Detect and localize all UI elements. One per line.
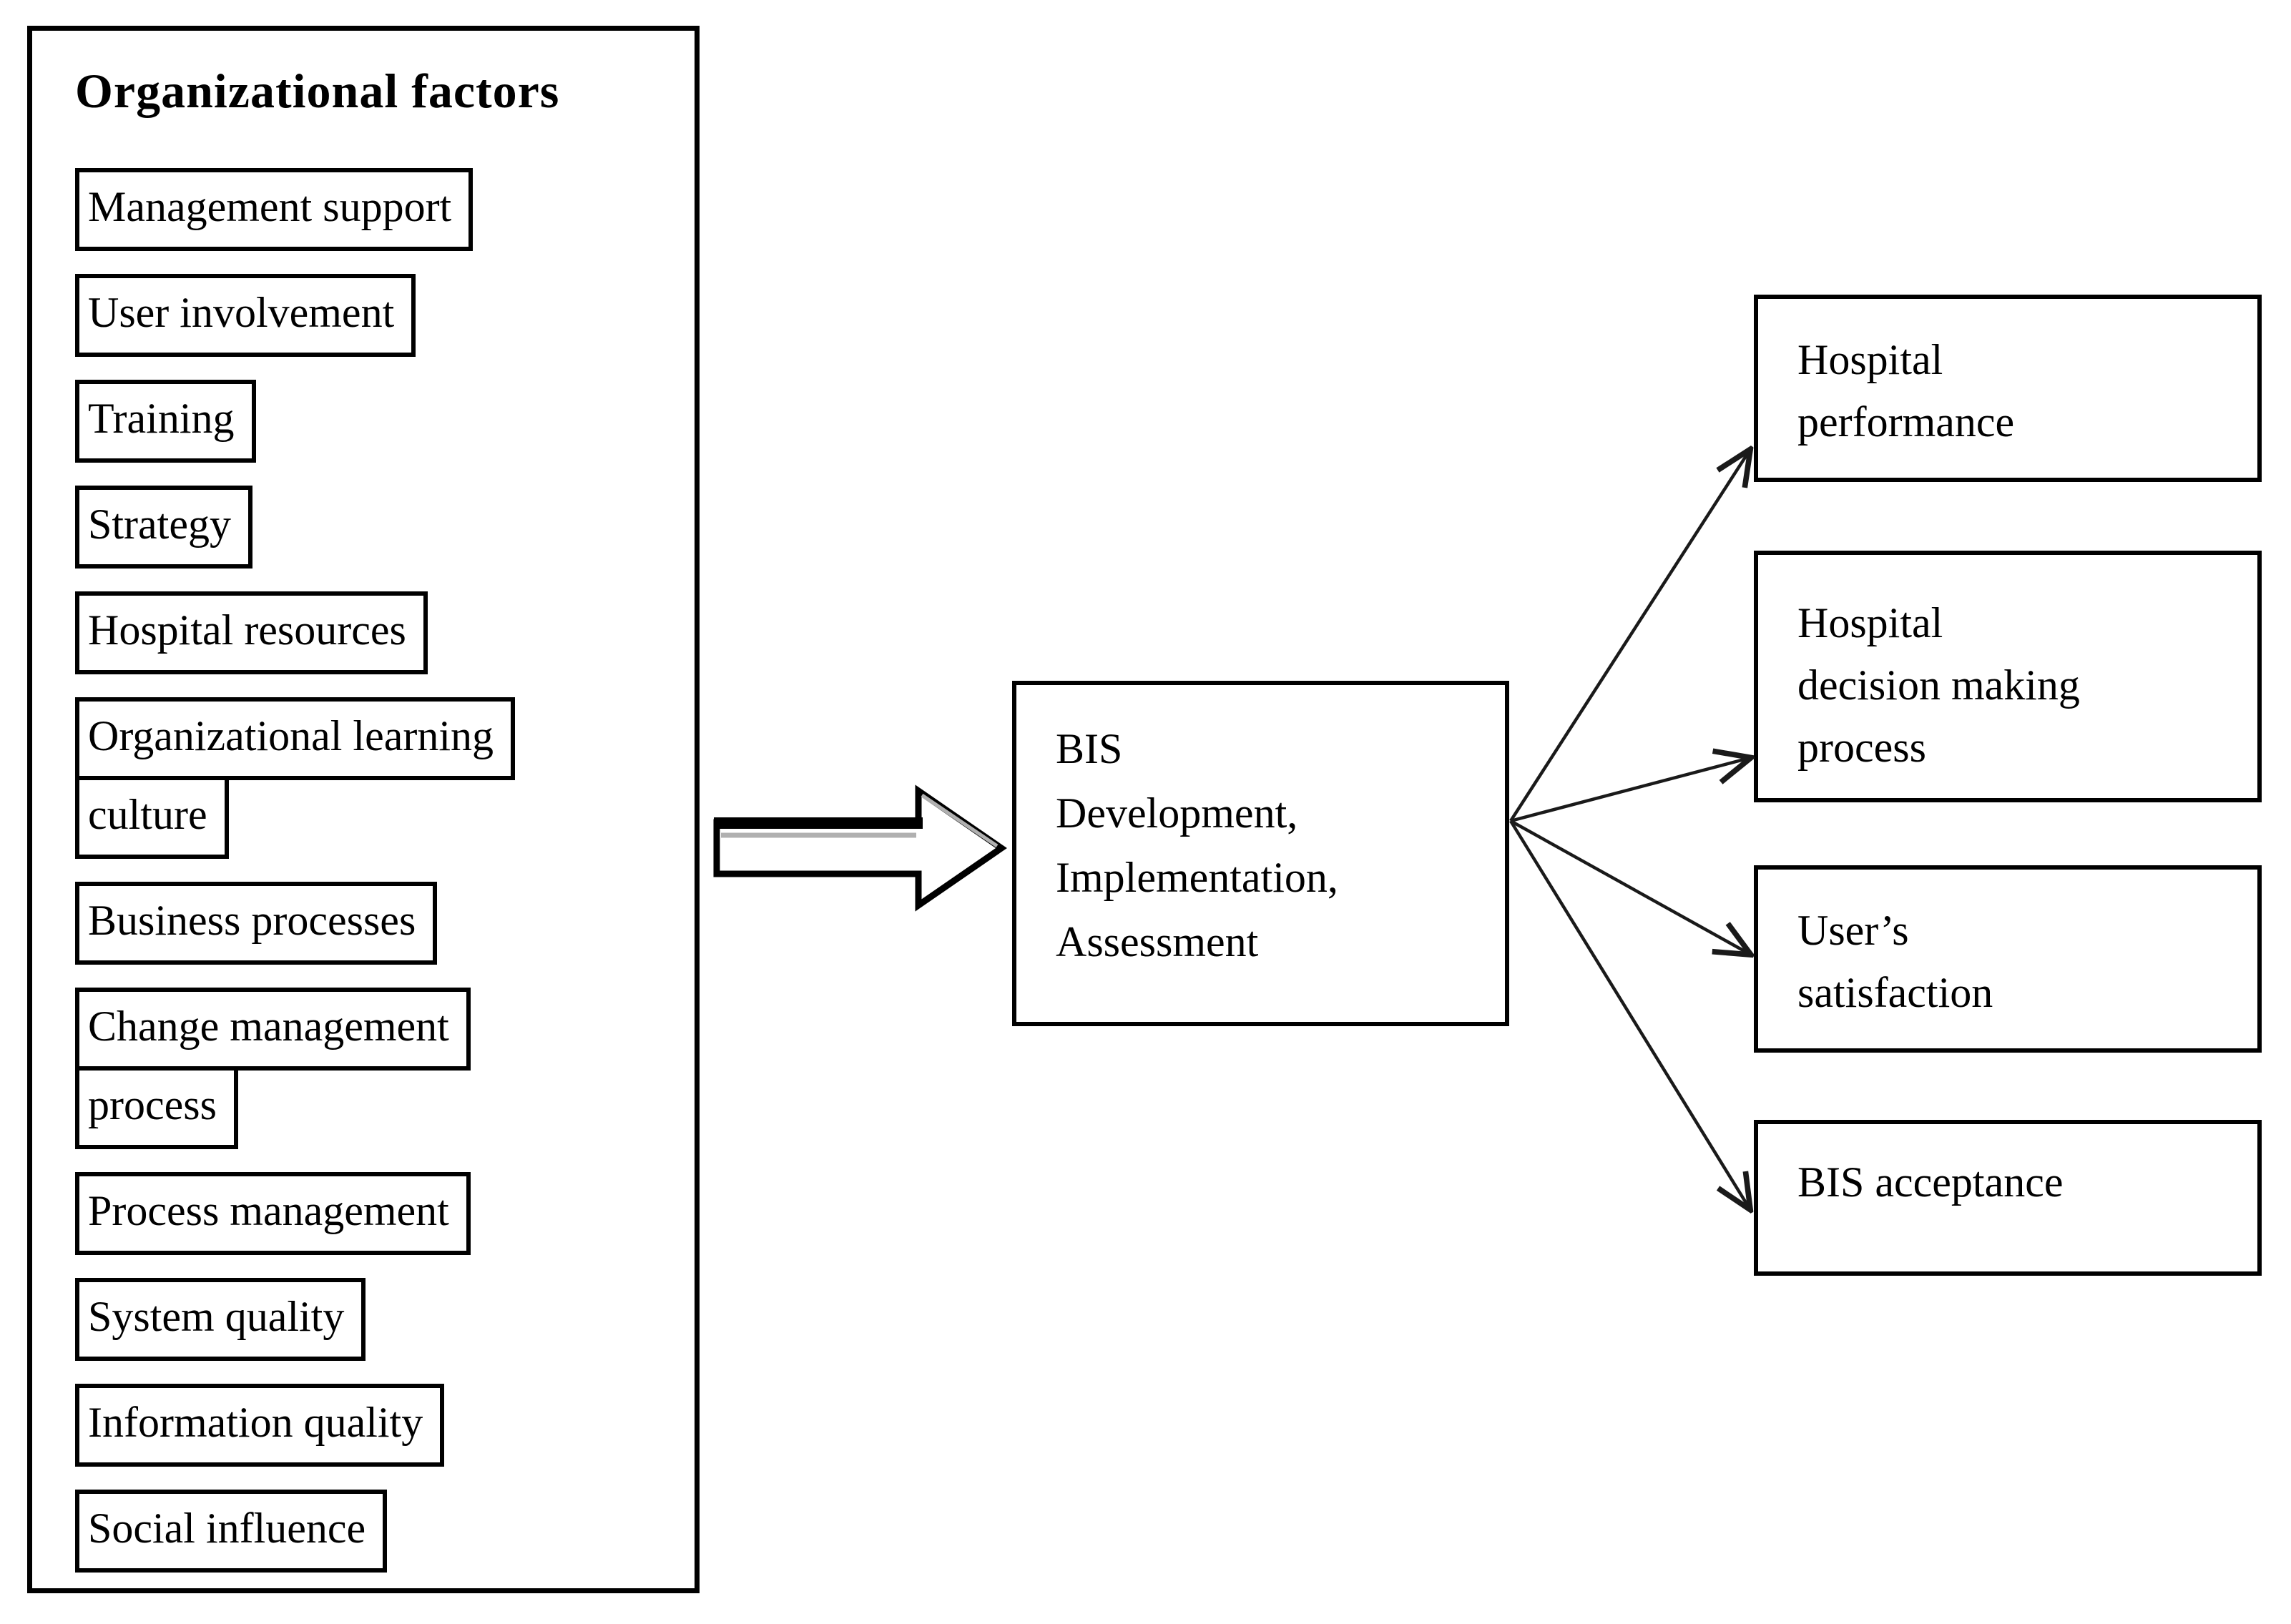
factor-label: culture — [75, 776, 229, 859]
factor-box-process-management: Process management — [75, 1172, 695, 1255]
factor-box-user-involvement: User involvement — [75, 274, 695, 357]
factor-label: Organizational learning — [75, 697, 516, 780]
factor-label: Business processes — [75, 882, 438, 965]
bis-development-box: BIS Development, Implementation, Assessm… — [1012, 681, 1509, 1026]
factor-label: process — [75, 1066, 238, 1149]
factor-label: User involvement — [75, 274, 416, 357]
outcome-box-hospital-performance: Hospital performance — [1754, 295, 2262, 482]
outcome-label: process — [1797, 724, 1926, 771]
factor-label: Training — [75, 380, 256, 463]
outcome-box-users-satisfaction: User’s satisfaction — [1754, 865, 2262, 1053]
outcome-box-hospital-decision-making-process: Hospital decision making process — [1754, 551, 2262, 802]
factor-label: Hospital resources — [75, 591, 428, 674]
bis-box-line: Assessment — [1056, 918, 1259, 965]
factor-label: Strategy — [75, 486, 252, 569]
factor-label: Management support — [75, 168, 474, 251]
factor-box-organizational-learning-culture: Organizational learning culture — [75, 697, 695, 859]
connector-arrow-bis-acceptance — [1509, 820, 1750, 1209]
outcome-label: BIS acceptance — [1797, 1158, 2064, 1206]
factor-box-management-support: Management support — [75, 168, 695, 251]
outcome-label: decision making — [1797, 661, 2080, 709]
outcome-label: performance — [1797, 398, 2015, 446]
factor-box-strategy: Strategy — [75, 486, 695, 569]
factor-box-system-quality: System quality — [75, 1278, 695, 1361]
factor-label: Social influence — [75, 1490, 388, 1573]
panel-title: Organizational factors — [75, 64, 560, 118]
connector-arrow-hospital-performance — [1509, 451, 1750, 822]
factor-box-hospital-resources: Hospital resources — [75, 591, 695, 674]
factor-box-training: Training — [75, 380, 695, 463]
outcome-label: satisfaction — [1797, 969, 1993, 1016]
outcome-box-bis-acceptance: BIS acceptance — [1754, 1120, 2262, 1276]
factor-box-information-quality: Information quality — [75, 1384, 695, 1467]
factor-box-business-processes: Business processes — [75, 882, 695, 965]
factor-label: System quality — [75, 1278, 366, 1361]
factor-label: Information quality — [75, 1384, 445, 1467]
connector-arrow-hospital-decision-making — [1510, 758, 1750, 823]
factor-label: Process management — [75, 1172, 471, 1255]
bis-box-line: Development, — [1056, 789, 1298, 837]
outcome-label: Hospital — [1797, 336, 1943, 383]
bis-box-line: BIS — [1056, 725, 1123, 772]
factor-box-social-influence: Social influence — [75, 1490, 695, 1573]
organizational-factors-panel: Organizational factors Management suppor… — [27, 26, 700, 1593]
block-arrow-icon — [713, 784, 1007, 912]
factor-box-change-management-process: Change management process — [75, 988, 695, 1149]
outcome-label: Hospital — [1797, 599, 1943, 646]
factor-label: Change management — [75, 988, 471, 1071]
outcome-label: User’s — [1797, 907, 1909, 954]
connector-arrow-users-satisfaction — [1509, 820, 1750, 954]
bis-box-line: Implementation, — [1056, 854, 1338, 901]
